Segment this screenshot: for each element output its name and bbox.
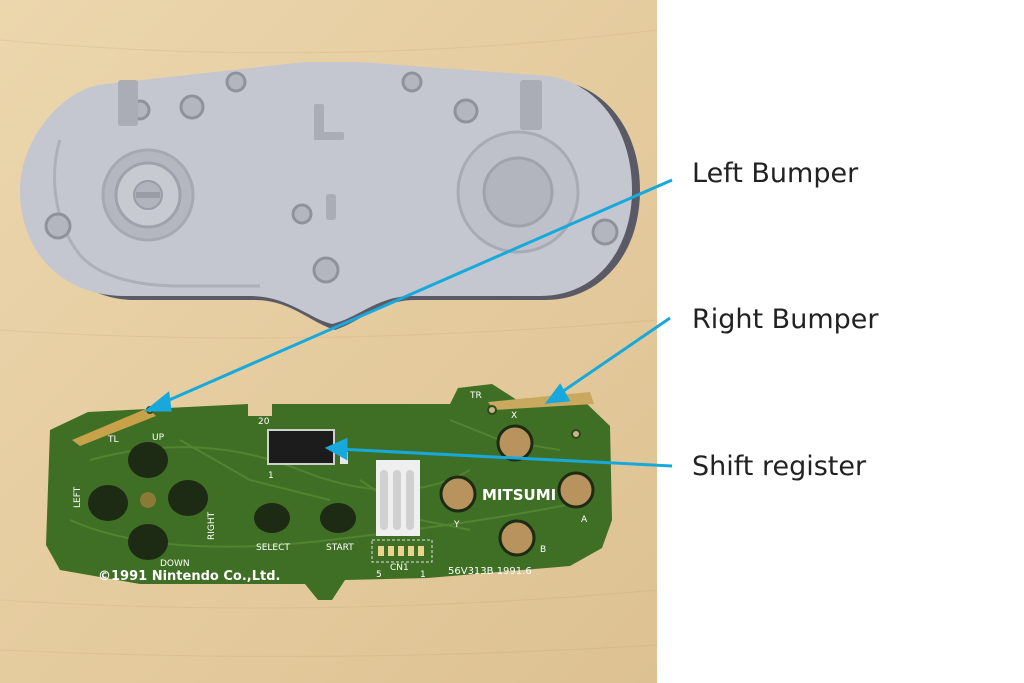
- select-start-contacts: [254, 503, 356, 533]
- pcb-label-y: Y: [453, 520, 460, 530]
- shift-register-chip: [267, 429, 335, 465]
- pcb-copyright: ©1991 Nintendo Co.,Ltd.: [98, 569, 280, 584]
- controller-photo: ©1991 Nintendo Co.,Ltd. MITSUMI 56V313B …: [0, 0, 657, 683]
- pcb-label-tl: TL: [107, 435, 119, 445]
- pcb-label-select: SELECT: [256, 543, 290, 553]
- pcb-label-b: B: [540, 545, 546, 555]
- pcb-label-pin1: 1: [268, 471, 274, 481]
- pcb-cn1-pin5: 5: [376, 570, 382, 580]
- pcb-label-left: LEFT: [73, 486, 83, 508]
- pcb-label-right: RIGHT: [207, 511, 217, 540]
- face-button-contacts: [439, 424, 595, 557]
- dpad-contacts: [88, 442, 208, 560]
- controller-shell: [20, 62, 640, 330]
- pcb-board-code: 56V313B 1991.6: [448, 566, 532, 577]
- pcb-label-up: UP: [152, 433, 165, 443]
- pcb-label-start: START: [326, 543, 354, 553]
- label-shift-register: Shift register: [692, 451, 867, 482]
- pcb-label-down: DOWN: [160, 559, 190, 569]
- pcb-cn1-pin1: 1: [420, 570, 426, 580]
- photo-illustration: ©1991 Nintendo Co.,Ltd. MITSUMI 56V313B …: [0, 0, 657, 683]
- callout-panel: [657, 0, 1024, 683]
- pcb-connector-label: CN1: [390, 563, 409, 573]
- pcb-label-pin20: 20: [258, 417, 270, 427]
- left-bumper-contact: [72, 408, 156, 446]
- controller-pcb: ©1991 Nintendo Co.,Ltd. MITSUMI 56V313B …: [46, 384, 612, 600]
- pcb-label-a: A: [581, 515, 588, 525]
- label-left-bumper: Left Bumper: [692, 158, 859, 189]
- label-right-bumper: Right Bumper: [692, 304, 879, 335]
- pcb-label-tr: TR: [469, 391, 482, 401]
- pcb-brand: MITSUMI: [482, 486, 556, 504]
- pcb-label-x: X: [511, 411, 517, 421]
